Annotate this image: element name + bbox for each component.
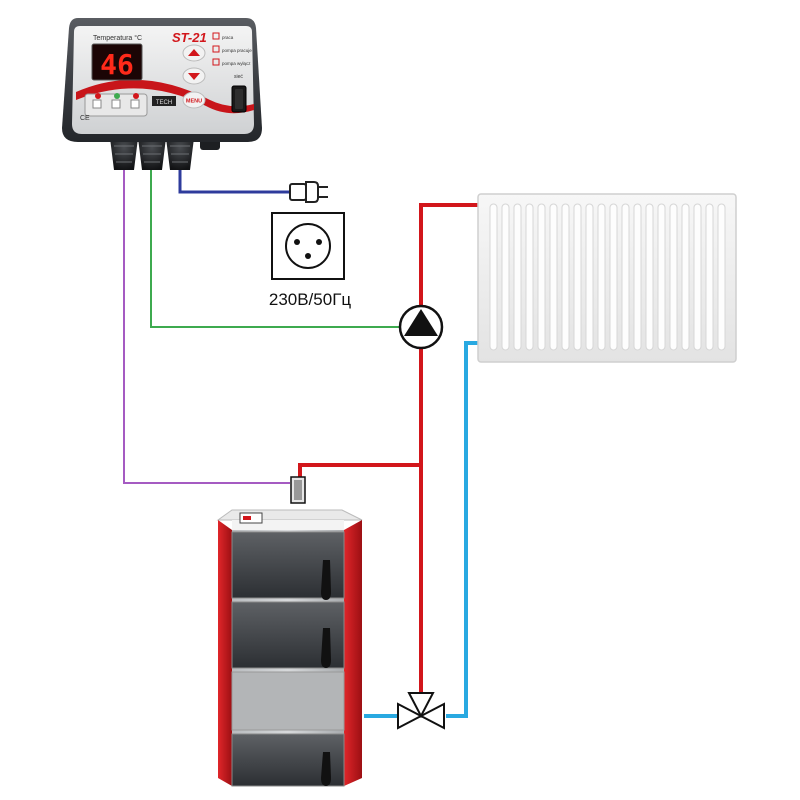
temperature-sensor-icon [290, 476, 306, 504]
return-pipe-radiator [446, 341, 478, 718]
radiator-fin [705, 203, 714, 351]
radiator-fin [561, 203, 570, 351]
status-leds [84, 93, 148, 117]
indicator-label: praca [222, 35, 234, 40]
cable-glands [110, 136, 220, 170]
brand-chip-label: TECH [156, 100, 172, 106]
brand-chip [152, 96, 176, 106]
radiator-fin [669, 203, 678, 351]
socket-icon [271, 212, 345, 280]
three-way-valve-icon [397, 692, 445, 730]
radiator-fin [585, 203, 594, 351]
panel-swoosh [76, 79, 254, 114]
radiator-fin [513, 203, 522, 351]
menu-label: MENU [186, 99, 202, 105]
indicator-box [212, 58, 220, 66]
pump-triangle-icon [398, 304, 444, 350]
up-button[interactable] [182, 44, 206, 62]
radiator-fin [657, 203, 666, 351]
radiator-fin [681, 203, 690, 351]
indicator-label: pompa pracuje [222, 48, 252, 53]
radiator-fin [489, 203, 498, 351]
solid-fuel-boiler [216, 509, 363, 787]
indicator-list: praca pompa pracuje pompa wyłącz [212, 32, 252, 66]
menu-button[interactable]: MENU [182, 91, 206, 109]
down-button[interactable] [182, 67, 206, 85]
sensor-wire [123, 170, 290, 484]
arrow-down-icon [188, 73, 200, 80]
radiator-fin [693, 203, 702, 351]
door-handles [321, 560, 331, 786]
mains-wire [178, 170, 290, 194]
controller-st21: ST-21 Temperatura °C 46 MENU praca pompa… [62, 18, 262, 170]
led-red [133, 93, 139, 99]
radiator-fin [609, 203, 618, 351]
arrow-up-icon [188, 49, 200, 56]
pump-wire [150, 170, 400, 328]
radiator-fin [501, 203, 510, 351]
radiator-fin [621, 203, 630, 351]
led-red [95, 93, 101, 99]
led-green [114, 93, 120, 99]
radiator-fin [633, 203, 642, 351]
radiator-fin [549, 203, 558, 351]
boiler-ash-panel [231, 671, 345, 731]
ce-mark: CE [80, 115, 90, 122]
radiator-fin [645, 203, 654, 351]
radiator [477, 193, 737, 363]
switch-label: sieć [234, 74, 243, 80]
model-name: ST-21 [172, 30, 207, 45]
indicator-label: pompa wyłącz [222, 61, 251, 66]
radiator-fin [597, 203, 606, 351]
plug-icon [289, 181, 328, 203]
indicator-box [212, 45, 220, 53]
supply-pipe-riser [298, 463, 421, 483]
display-value: 46 [100, 48, 134, 81]
radiator-fin [573, 203, 582, 351]
radiator-fin [537, 203, 546, 351]
indicator-box [212, 32, 220, 40]
power-label: 230В/50Гц [269, 290, 352, 309]
radiator-fin [717, 203, 726, 351]
led-display [91, 43, 143, 81]
supply-pipe-main [419, 203, 478, 701]
radiator-fins [489, 203, 726, 351]
radiator-fin [525, 203, 534, 351]
temperature-label: Temperatura °C [93, 34, 142, 42]
